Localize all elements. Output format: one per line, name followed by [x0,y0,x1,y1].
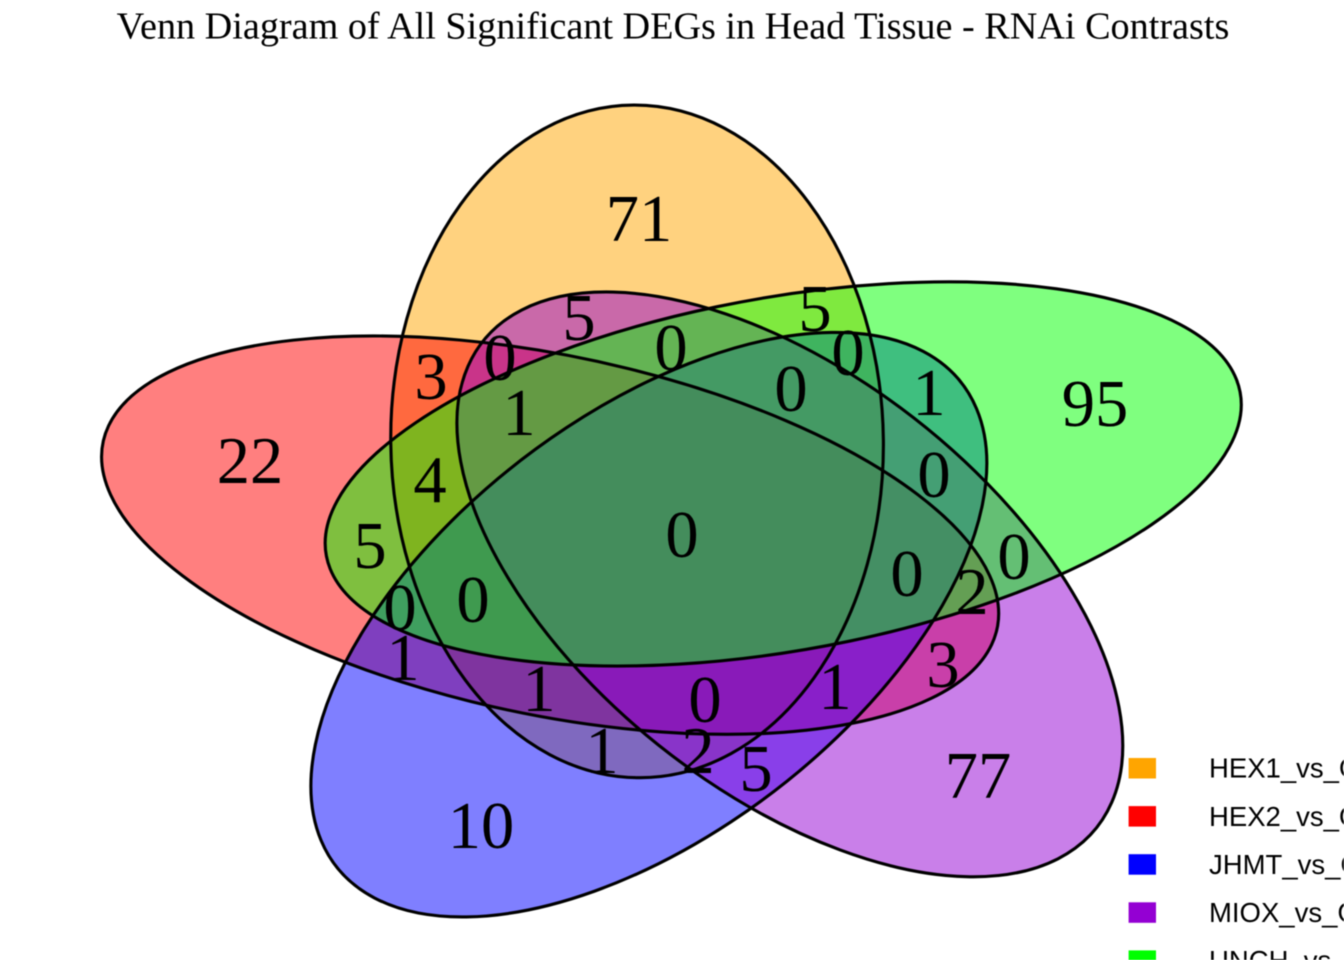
svg-text:JHMT_vs_GFP: JHMT_vs_GFP [1209,849,1344,880]
svg-text:0: 0 [665,499,698,572]
svg-text:95: 95 [1062,368,1129,441]
svg-text:77: 77 [945,740,1012,813]
svg-text:10: 10 [448,790,515,863]
svg-text:1: 1 [522,653,555,726]
svg-text:22: 22 [217,425,284,498]
svg-text:0: 0 [483,322,516,395]
svg-text:0: 0 [383,572,416,645]
svg-text:71: 71 [606,183,673,256]
svg-text:5: 5 [353,510,386,583]
svg-text:5: 5 [562,282,595,355]
svg-text:1: 1 [585,715,618,788]
svg-text:0: 0 [997,521,1030,594]
svg-text:Venn Diagram of All Significan: Venn Diagram of All Significant DEGs in … [117,6,1230,48]
svg-text:2: 2 [955,556,988,629]
svg-text:3: 3 [926,629,959,702]
svg-text:0: 0 [831,317,864,390]
svg-text:0: 0 [917,439,950,512]
svg-text:HEX2_vs_GFP: HEX2_vs_GFP [1209,801,1344,832]
svg-text:0: 0 [774,353,807,426]
svg-text:2: 2 [681,715,714,788]
svg-text:4: 4 [413,444,446,517]
svg-text:3: 3 [414,341,447,414]
svg-text:5: 5 [798,273,831,346]
svg-text:1: 1 [818,651,851,724]
svg-text:1: 1 [386,622,419,695]
svg-text:UNCH_vs_GFP: UNCH_vs_GFP [1209,945,1344,960]
svg-text:HEX1_vs_GFP: HEX1_vs_GFP [1209,753,1344,784]
svg-text:0: 0 [688,664,721,737]
svg-text:1: 1 [502,377,535,450]
svg-text:1: 1 [912,357,945,430]
svg-text:5: 5 [739,733,772,806]
svg-text:0: 0 [654,312,687,385]
svg-text:MIOX_vs_GFP: MIOX_vs_GFP [1209,897,1344,928]
svg-text:0: 0 [890,538,923,611]
svg-text:0: 0 [456,564,489,637]
